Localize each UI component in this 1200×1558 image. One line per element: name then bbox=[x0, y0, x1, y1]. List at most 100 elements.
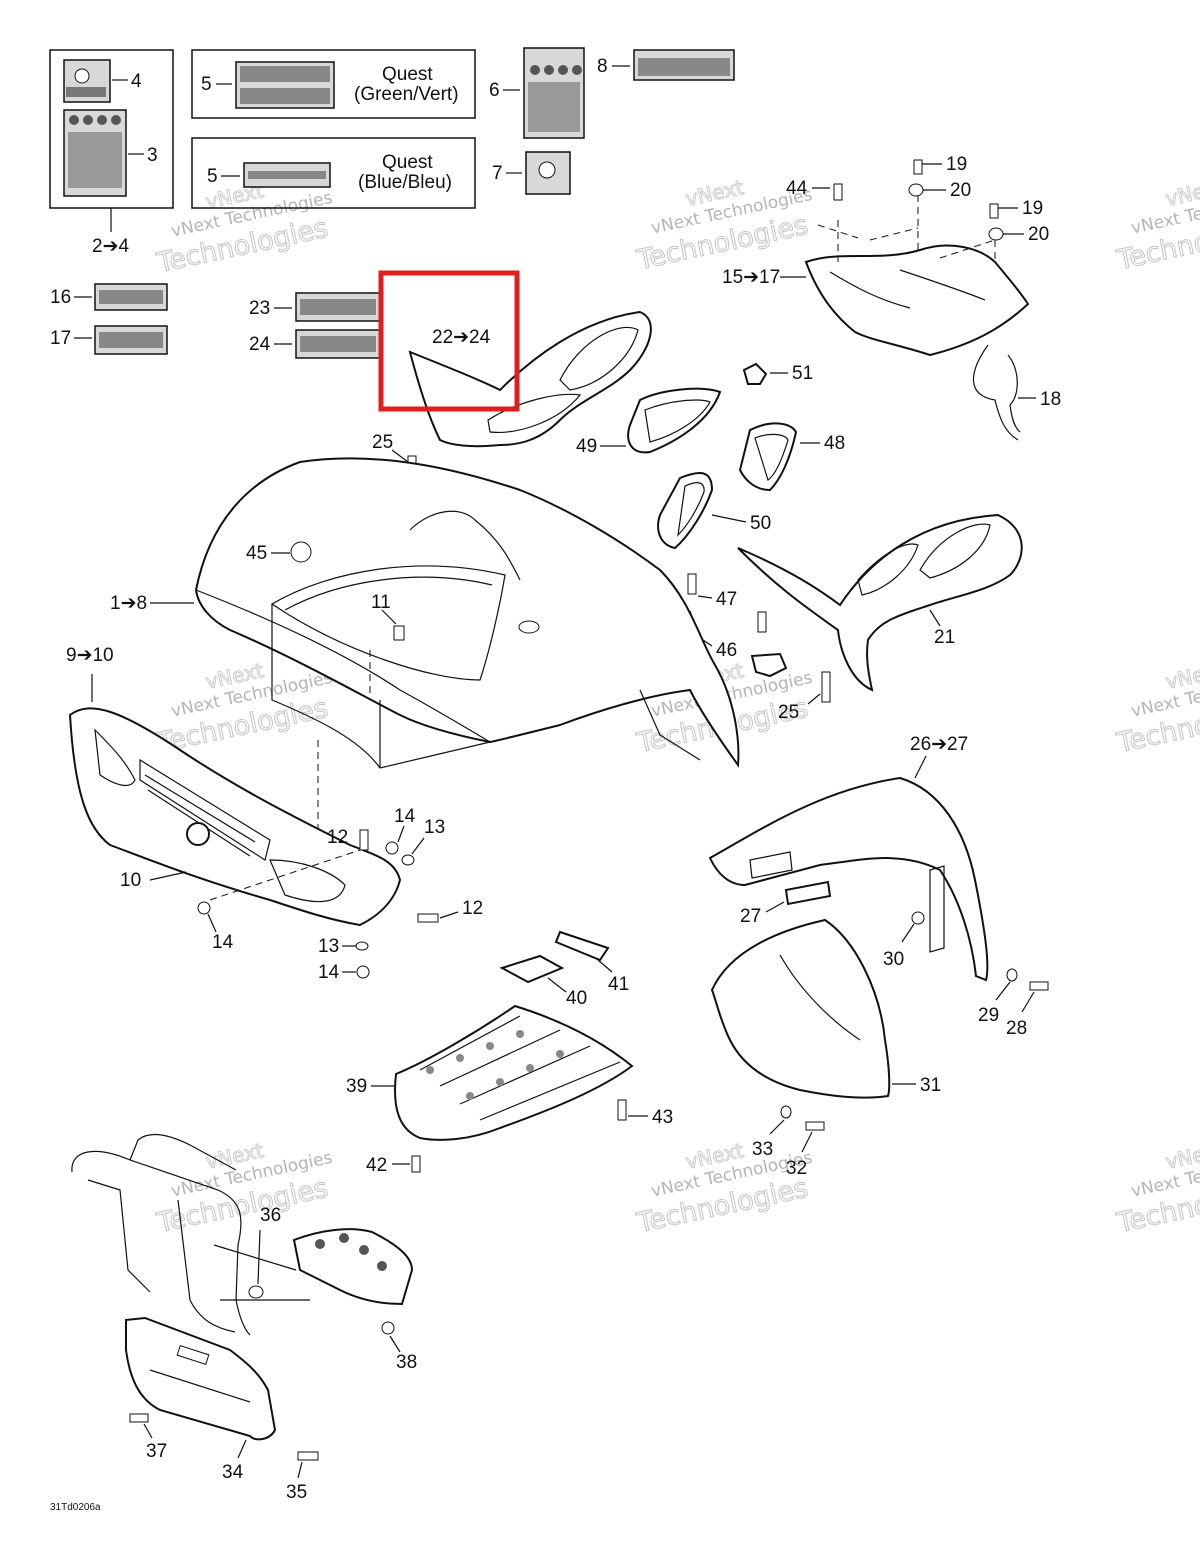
fasteners-front: 12 14 13 12 14 13 14 bbox=[197, 806, 483, 983]
front-body-group: 11 45 1➔8 bbox=[110, 457, 740, 890]
callout-12a: 12 bbox=[327, 827, 348, 848]
bumper-guard[interactable] bbox=[71, 1133, 251, 1336]
watermark-6: vNext vNext Technologies Technologies bbox=[1113, 658, 1200, 760]
washer-33[interactable] bbox=[780, 1105, 792, 1119]
trim-49[interactable] bbox=[627, 387, 722, 454]
nut-38[interactable] bbox=[381, 1321, 395, 1335]
callout-25b: 25 bbox=[778, 702, 799, 723]
nut-20a[interactable] bbox=[908, 183, 924, 197]
callout-23: 23 bbox=[249, 298, 270, 319]
screw-11[interactable] bbox=[393, 625, 405, 641]
callout-22-24: 22➔24 bbox=[432, 327, 491, 348]
clip-51-group: 51 bbox=[742, 362, 813, 385]
screw-43[interactable] bbox=[617, 1099, 627, 1121]
callout-2-4: 2➔4 bbox=[92, 236, 129, 257]
callout-39: 39 bbox=[346, 1076, 367, 1097]
nut-14c[interactable] bbox=[356, 965, 370, 979]
callout-5a: 5 bbox=[201, 74, 212, 95]
highlight-box bbox=[378, 270, 520, 412]
side-panel-right-21-group: 21 bbox=[737, 513, 1023, 692]
watermark-8: vNext vNext Technologies Technologies bbox=[633, 1138, 814, 1240]
front-body-1-8[interactable] bbox=[194, 457, 740, 768]
callout-46: 46 bbox=[716, 640, 737, 661]
callout-14a: 14 bbox=[394, 806, 416, 827]
strap-18[interactable] bbox=[972, 344, 1021, 441]
screw-47b[interactable] bbox=[757, 611, 767, 633]
callout-50: 50 bbox=[750, 513, 771, 534]
callout-48: 48 bbox=[824, 433, 845, 454]
bracket-46b[interactable] bbox=[750, 652, 788, 678]
callout-32: 32 bbox=[786, 1158, 807, 1179]
trim-48[interactable] bbox=[738, 422, 798, 492]
front-bumper-group: 9➔10 10 bbox=[66, 645, 402, 927]
decal-group-2-4: 4 3 2➔4 bbox=[49, 49, 174, 257]
pads-40-41: 40 41 bbox=[499, 930, 629, 1009]
trim-50[interactable] bbox=[657, 472, 714, 550]
fender-26-27[interactable] bbox=[708, 776, 989, 982]
callout-6: 6 bbox=[489, 80, 500, 101]
trim-rings: 49 48 50 bbox=[576, 387, 845, 550]
callout-19a: 19 bbox=[946, 154, 967, 175]
decal-7-group: 7 bbox=[492, 151, 571, 195]
callout-20a: 20 bbox=[950, 180, 971, 201]
skid-plate-group: 39 43 42 bbox=[346, 1004, 673, 1176]
callout-18: 18 bbox=[1040, 389, 1061, 410]
nut-14b[interactable] bbox=[197, 901, 211, 915]
inner-fender-31[interactable] bbox=[710, 918, 891, 1099]
skid-plate-39[interactable] bbox=[394, 1004, 634, 1141]
diagram-code: 31Td0206a bbox=[50, 1502, 101, 1513]
watermark-7: vNext vNext Technologies Technologies bbox=[153, 1138, 334, 1240]
side-panel-left-22-24[interactable] bbox=[408, 310, 652, 448]
nut-20b[interactable] bbox=[988, 227, 1004, 241]
callout-30: 30 bbox=[883, 949, 904, 970]
inner-fender-group: 31 30 29 28 33 32 bbox=[710, 911, 1049, 1179]
callout-45: 45 bbox=[246, 543, 267, 564]
variant-green-line1: Quest bbox=[382, 64, 433, 85]
washer-29[interactable] bbox=[1006, 968, 1018, 982]
screw-12a[interactable] bbox=[359, 829, 369, 851]
nut-30[interactable] bbox=[911, 911, 925, 925]
callout-5b: 5 bbox=[207, 166, 218, 187]
watermarks: vNext vNext Technologies Technologies vN… bbox=[153, 175, 1200, 1240]
nut-14a[interactable] bbox=[385, 841, 399, 855]
nut-36[interactable] bbox=[248, 1285, 264, 1299]
callout-31: 31 bbox=[920, 1075, 941, 1096]
screw-19b[interactable] bbox=[989, 203, 999, 219]
screw-37[interactable] bbox=[129, 1413, 149, 1423]
callout-35: 35 bbox=[286, 1482, 307, 1503]
decal-8-group: 8 bbox=[597, 49, 735, 81]
cap-45[interactable] bbox=[290, 541, 312, 563]
screw-44[interactable] bbox=[833, 183, 843, 201]
screw-35[interactable] bbox=[297, 1451, 319, 1461]
pad-41[interactable] bbox=[554, 930, 610, 962]
callout-40: 40 bbox=[566, 988, 587, 1009]
front-bumper-9-10[interactable] bbox=[68, 707, 402, 927]
washer-13b[interactable] bbox=[355, 941, 369, 951]
guard-plate-34[interactable] bbox=[125, 1316, 277, 1441]
mount-plate[interactable] bbox=[292, 1228, 414, 1306]
decal-16-17-group: 16 17 bbox=[50, 283, 168, 355]
callout-24: 24 bbox=[249, 334, 271, 355]
callout-14b: 14 bbox=[212, 932, 234, 953]
callout-36: 36 bbox=[260, 1205, 281, 1226]
bumper-guard-group: 36 38 37 34 35 bbox=[71, 1133, 417, 1503]
screw-32[interactable] bbox=[805, 1121, 825, 1131]
screw-12b[interactable] bbox=[417, 913, 439, 923]
screw-19a[interactable] bbox=[913, 159, 923, 175]
pad-40[interactable] bbox=[499, 954, 565, 984]
screw-47a[interactable] bbox=[687, 573, 697, 595]
callout-9-10: 9➔10 bbox=[66, 645, 114, 666]
decal-27[interactable] bbox=[784, 880, 832, 906]
callout-19b: 19 bbox=[1022, 198, 1043, 219]
callout-8: 8 bbox=[597, 56, 608, 77]
rear-rack-15-17[interactable] bbox=[804, 244, 1030, 357]
callout-38: 38 bbox=[396, 1352, 417, 1373]
washer-13a[interactable] bbox=[401, 854, 415, 866]
clip-51[interactable] bbox=[742, 362, 768, 385]
callout-17: 17 bbox=[50, 328, 71, 349]
screw-42[interactable] bbox=[411, 1155, 421, 1173]
variant-green-box: 5 Quest (Green/Vert) bbox=[191, 49, 476, 119]
screw-28[interactable] bbox=[1029, 981, 1049, 991]
pin-25b[interactable] bbox=[821, 671, 831, 703]
